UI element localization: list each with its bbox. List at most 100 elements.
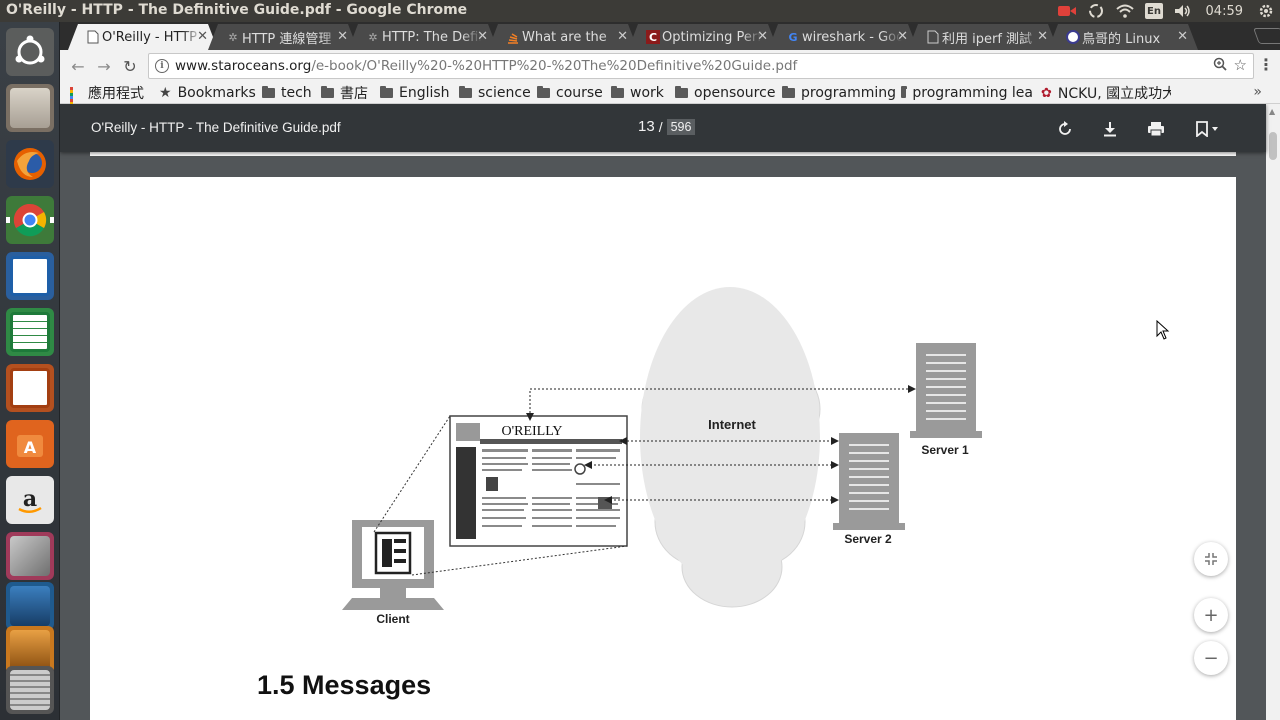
close-icon[interactable]: ✕ (197, 29, 208, 44)
pdf-toolbar: O'Reilly - HTTP - The Definitive Guide.p… (60, 104, 1266, 152)
close-icon[interactable]: ✕ (1177, 29, 1188, 44)
tab-vbird-linux[interactable]: 鳥哥的 Linux ✕ (1048, 24, 1198, 50)
tab-iperf[interactable]: 利用 iperf 測試 ✕ (908, 24, 1058, 50)
power-gear-icon[interactable] (1251, 0, 1280, 22)
zoom-out-button[interactable]: − (1194, 641, 1228, 675)
bookmarks-overflow-icon[interactable]: » (1253, 84, 1262, 100)
software-center-icon[interactable]: A (6, 420, 54, 468)
chrome-menu-button[interactable]: ⋮ (1258, 55, 1274, 74)
os-top-panel: O'Reilly - HTTP - The Definitive Guide.p… (0, 0, 1280, 22)
bookmark-menu-icon[interactable] (1192, 118, 1224, 140)
internet-label: Internet (708, 417, 756, 432)
bookmark-folder-english[interactable]: English (380, 83, 450, 103)
close-icon[interactable]: ✕ (477, 29, 488, 44)
client-computer (342, 520, 444, 610)
clock[interactable]: 04:59 (1205, 3, 1243, 19)
current-page-input[interactable]: 13 (638, 118, 655, 135)
close-icon[interactable]: ✕ (337, 29, 348, 44)
tab-http-connection[interactable]: ✲ HTTP 連線管理 ✕ (208, 24, 358, 50)
writer-icon[interactable] (6, 252, 54, 300)
internet-cloud (640, 287, 821, 608)
print-icon[interactable] (1145, 118, 1167, 140)
input-method-indicator[interactable]: En (1140, 0, 1169, 22)
volume-icon[interactable] (1169, 0, 1198, 22)
chrome-icon[interactable] (6, 196, 54, 244)
bookmark-star-icon[interactable]: ☆ (1233, 56, 1247, 74)
bookmark-bookmarks[interactable]: ★ Bookmarks (159, 83, 256, 103)
close-icon[interactable]: ✕ (1037, 29, 1048, 44)
bookmark-ncku[interactable]: ✿ NCKU, 國立成功大 (1041, 83, 1171, 103)
calc-icon[interactable] (6, 308, 54, 356)
pdf-title: O'Reilly - HTTP - The Definitive Guide.p… (91, 120, 341, 135)
browser-logo: O'REILLY (502, 424, 563, 439)
forward-button[interactable]: → (97, 56, 111, 76)
new-tab-button[interactable] (1253, 28, 1280, 44)
bookmark-folder-programming[interactable]: programming (782, 83, 896, 103)
trash-icon[interactable] (6, 666, 54, 714)
google-icon: G (788, 30, 798, 44)
tab-what-are-the[interactable]: What are the ✕ (488, 24, 638, 50)
folder-icon (459, 86, 472, 98)
system-tray: En 04:59 (1053, 0, 1280, 22)
vertical-scrollbar[interactable]: ▲ (1266, 104, 1280, 720)
bookmark-label: English (399, 85, 450, 101)
zoom-icon[interactable] (1213, 57, 1227, 75)
bookmark-label: 應用程式 (88, 86, 144, 102)
info-icon[interactable]: i (155, 59, 169, 73)
address-bar[interactable]: i www.staroceans.org/e-book/O'Reilly%20-… (148, 53, 1254, 79)
settings-icon[interactable] (6, 532, 54, 580)
wifi-icon[interactable] (1111, 0, 1140, 22)
tools-icon[interactable] (6, 582, 54, 630)
client-label: Client (376, 612, 409, 626)
tab-http-guide[interactable]: ✲ HTTP: The Definitive Guide ✕ (348, 24, 498, 50)
record-icon[interactable] (1053, 0, 1082, 22)
page-separator: / (658, 118, 663, 135)
page-indicator: 13 / 596 (638, 118, 696, 135)
firefox-icon[interactable] (6, 140, 54, 188)
scrollbar-thumb[interactable] (1269, 132, 1277, 160)
close-icon[interactable]: ✕ (617, 29, 628, 44)
server-2 (833, 433, 905, 530)
url-path: /e-book/O'Reilly%20-%20HTTP%20-%20The%20… (311, 58, 798, 74)
folder-icon (262, 86, 275, 98)
sync-icon[interactable] (1082, 0, 1111, 22)
tab-wireshark[interactable]: G wireshark - Google ✕ (768, 24, 918, 50)
download-icon[interactable] (1099, 118, 1121, 140)
bookmark-apps[interactable]: 應用程式 (70, 83, 144, 114)
tab-title: HTTP 連線管理 (242, 31, 332, 47)
rotate-icon[interactable] (1054, 118, 1076, 140)
close-icon[interactable]: ✕ (757, 29, 768, 44)
ubuntu-dash-icon[interactable] (6, 28, 54, 76)
browser-toolbar: ← → ↻ i www.staroceans.org/e-book/O'Reil… (60, 50, 1280, 82)
reload-button[interactable]: ↻ (123, 56, 137, 76)
launcher: A a (0, 22, 60, 720)
scroll-up-icon[interactable]: ▲ (1269, 107, 1276, 116)
folder-icon (321, 86, 334, 98)
bookmark-folder-programming-learning[interactable]: programming lea (901, 83, 1033, 103)
folder-icon (782, 86, 795, 98)
bookmark-folder-tech[interactable]: tech (262, 83, 312, 103)
zoom-in-button[interactable]: + (1194, 598, 1228, 632)
impress-icon[interactable] (6, 364, 54, 412)
bookmark-folder-opensource[interactable]: opensource (675, 83, 775, 103)
gear-icon: ✲ (368, 30, 378, 44)
files-icon[interactable] (6, 84, 54, 132)
tab-optimizing[interactable]: C Optimizing Performance ✕ (628, 24, 778, 50)
amazon-icon[interactable]: a (6, 476, 54, 524)
request-arrows (529, 388, 908, 501)
pdf-viewer: O'Reilly - HTTP - The Definitive Guide.p… (60, 104, 1280, 720)
tab-title: O'Reilly - HTTP - The Definitive Guide.p… (102, 29, 202, 45)
bookmark-folder-work[interactable]: work (611, 83, 664, 103)
bookmark-label: programming lea (912, 85, 1033, 101)
bookmark-folder-science[interactable]: science (459, 83, 531, 103)
tab-pdf[interactable]: O'Reilly - HTTP - The Definitive Guide.p… (68, 24, 218, 50)
bookmark-folder-course[interactable]: course (537, 83, 603, 103)
bookmark-folder-bookstore[interactable]: 書店 (321, 83, 368, 103)
back-button[interactable]: ← (71, 56, 85, 76)
fit-to-page-button[interactable] (1194, 542, 1228, 576)
doc-icon (926, 30, 940, 44)
stack-icon (506, 30, 520, 44)
doc-icon (86, 30, 100, 44)
close-icon[interactable]: ✕ (897, 29, 908, 44)
bookmark-label: tech (281, 85, 312, 101)
